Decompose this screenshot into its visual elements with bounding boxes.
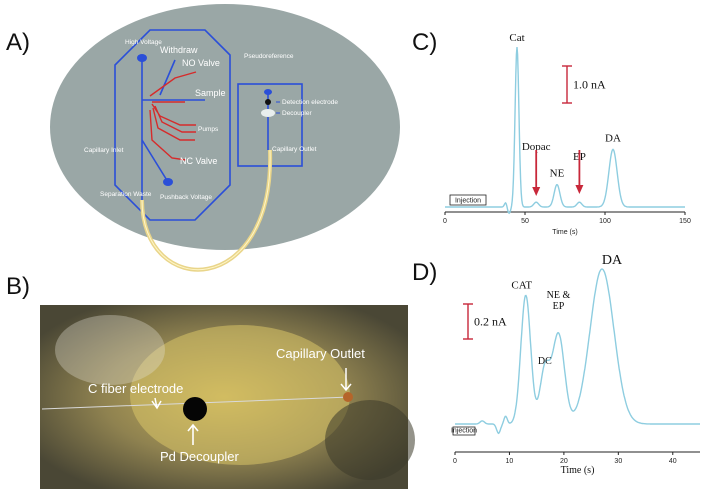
panel-a-label: A) (6, 29, 30, 56)
chart-d-peak-label-2-b: EP (553, 301, 565, 312)
chart-c-peak-label-4: DA (605, 132, 621, 144)
chart-c-trace (445, 46, 685, 215)
chart-d-scale-label: 0.2 nA (474, 315, 507, 329)
pd-decoupler-label: Pd Decoupler (160, 449, 239, 464)
chart-c-injection-label: Injection (455, 198, 481, 205)
chart-d-tick-label-1: 10 (506, 458, 514, 465)
chart-c-tick-label-3: 150 (679, 218, 691, 225)
chart-d-injection-box (452, 426, 476, 436)
svg-text:Capillary Outlet: Capillary Outlet (272, 146, 317, 153)
pushback-reservoir (163, 178, 173, 186)
chart-d-peak-label-0: CAT (511, 279, 532, 291)
chip-outline (114, 29, 231, 221)
panel-c-label: C) (412, 29, 437, 56)
chart-c-peak-label-0: Cat (509, 32, 524, 44)
svg-text:NC Valve: NC Valve (180, 156, 217, 166)
chart-c-tick-label-2: 100 (599, 218, 611, 225)
valve-channels (149, 71, 197, 161)
svg-text:Pushback Voltage: Pushback Voltage (160, 194, 212, 201)
chart-c-x-axis-label: Time (s) (552, 229, 577, 236)
chart-d-tick-label-4: 40 (669, 458, 677, 465)
chart-c-tick-label-1: 50 (521, 218, 529, 225)
c-fiber-label: C fiber electrode (88, 381, 183, 396)
chart-d-tick-label-0: 0 (453, 458, 457, 465)
svg-text:Separation Waste: Separation Waste (100, 191, 152, 198)
svg-text:NO Valve: NO Valve (182, 58, 220, 68)
chart-d-x-axis-label: Time (s) (561, 465, 595, 476)
detection-electrode-dot (265, 99, 271, 105)
svg-text:Capillary Inlet: Capillary Inlet (84, 147, 124, 154)
chart-d-tick-label-2: 20 (560, 458, 568, 465)
chip-background (50, 4, 400, 250)
svg-text:Sample: Sample (195, 88, 226, 98)
high-voltage-reservoir (137, 54, 147, 62)
decoupler-spot (261, 109, 275, 117)
svg-text:Pseudoreference: Pseudoreference (244, 53, 294, 60)
high-voltage-label: High Voltage (125, 39, 162, 46)
panel-d-label: D) (412, 259, 437, 286)
chart-c-scale-label: 1.0 nA (573, 78, 606, 92)
chart-c-peak-label-1: Dopac (522, 141, 551, 153)
chart-d-peak-label-2: NE & (547, 290, 571, 301)
chart-d-trace (455, 268, 700, 435)
chart-c-peak-arrowhead-3 (575, 185, 584, 194)
panel-b-label: B) (6, 273, 30, 300)
chart-c-tick-label-0: 0 (443, 218, 447, 225)
chart-c-injection-box (449, 194, 487, 206)
chart-c-peak-arrowhead-1 (532, 187, 541, 196)
chart-c-peak-label-2: NE (550, 168, 565, 180)
svg-text:Decoupler: Decoupler (282, 110, 312, 117)
chart-d-injection-label: Injection (451, 428, 477, 435)
svg-text:Withdraw: Withdraw (160, 45, 198, 55)
chart-d-peak-label-1: DC (538, 356, 552, 367)
chart-d-tick-label-3: 30 (614, 458, 622, 465)
chart-d-peak-label-3: DA (602, 253, 623, 268)
capillary-outlet-label: Capillary Outlet (276, 346, 365, 361)
svg-text:Pumps: Pumps (198, 126, 219, 133)
pd-decoupler-hole (183, 397, 207, 421)
svg-text:Detection electrode: Detection electrode (282, 99, 338, 106)
